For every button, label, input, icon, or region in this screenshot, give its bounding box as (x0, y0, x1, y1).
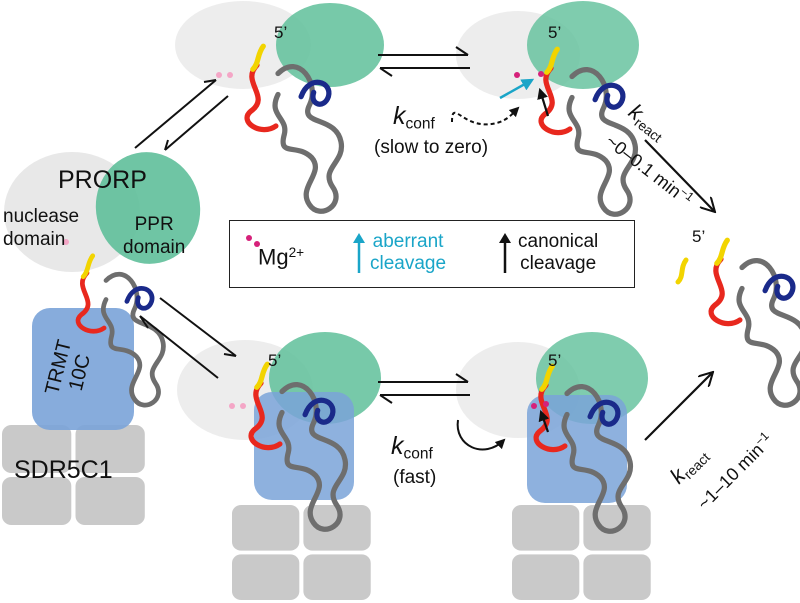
k-symbol: k (391, 432, 404, 460)
mg-ion-bottom-2b (543, 401, 549, 407)
ppr-domain-top-2 (527, 1, 639, 89)
ppr-label-line2: domain (123, 237, 186, 258)
ppr-label-line1: PPR (134, 214, 174, 235)
five-prime-product: 5’ (692, 227, 706, 246)
canonical-line2: cleavage (520, 253, 597, 274)
react-arrow-slow (644, 139, 715, 212)
conf-subscript: conf (405, 115, 435, 133)
kconf-fast-arrow (456, 419, 506, 451)
mg-ion-bottom-1b (240, 403, 246, 409)
mg-ion-top-1b (227, 72, 233, 78)
mg-ion-top-2a (514, 72, 520, 78)
conf-subscript: conf (403, 445, 433, 463)
mg-ion-left (63, 239, 69, 245)
canonical-arrow-bottom (538, 409, 550, 433)
canonical-arrow-top (537, 87, 550, 117)
legend-canonical-label: canonical cleavage (518, 231, 598, 275)
kconf-slow-label: kconf (393, 104, 435, 132)
ppr-domain-top-1 (276, 3, 384, 87)
ppr-domain-left (95, 152, 201, 264)
legend-mg-label: Mg2+ (258, 246, 304, 269)
react-arrow-fast (644, 372, 713, 441)
equilibrium-arrows-bottom (378, 373, 470, 404)
mg-ion-top-1a (216, 72, 222, 78)
sdr5c1-complex-bottom-2 (512, 505, 651, 600)
equilibrium-arrows-top (378, 46, 470, 77)
nuclease-domain-top-1 (175, 1, 311, 89)
legend-aberrant-label: aberrant cleavage (370, 231, 446, 275)
aberrant-line1: aberrant (372, 231, 444, 252)
react-subscript: react (631, 114, 665, 146)
equilibrium-arrows-left-bottom (139, 297, 237, 379)
trmt10c-block-left (32, 308, 134, 430)
legend: Mg2+ aberrant cleavage canonical cleavag… (229, 220, 635, 288)
cleaved-5prime-leader (675, 257, 689, 285)
five-prime-bottom-2: 5’ (548, 351, 562, 370)
kconf-slow-note: (slow to zero) (374, 137, 489, 158)
react-subscript: react (680, 449, 713, 482)
kconf-slow-arrow (451, 106, 520, 126)
nuclease-label-line2: domain (3, 229, 66, 250)
prorp-label: PRORP (58, 166, 147, 194)
ppr-domain-label: PPR domain (123, 213, 185, 259)
sdr5c1-label: SDR5C1 (14, 456, 113, 484)
sdr5c1-complex-bottom-1 (232, 505, 371, 600)
nuclease-label-line1: nuclease (3, 206, 80, 227)
canonical-line1: canonical (518, 231, 599, 252)
nuclease-domain-label: nuclease domain (3, 205, 79, 251)
aberrant-cleavage-icon (353, 233, 365, 273)
mg-ion-bottom-1a (229, 403, 235, 409)
trna-product (711, 240, 800, 405)
mg-text: Mg (258, 244, 289, 270)
k-symbol: k (393, 102, 406, 130)
equilibrium-arrows-left-top (134, 79, 229, 151)
aberrant-arrow-top (499, 78, 535, 100)
kconf-fast-label: kconf (391, 434, 433, 462)
mg-charge: 2+ (288, 245, 305, 260)
legend-mg-icon (246, 235, 260, 247)
mg-ion-top-2b (538, 71, 544, 77)
five-prime-top-1: 5’ (274, 23, 288, 42)
five-prime-top-2: 5’ (548, 23, 562, 42)
kconf-fast-note: (fast) (393, 467, 437, 488)
aberrant-line2: cleavage (370, 253, 447, 274)
five-prime-bottom-1: 5’ (268, 351, 282, 370)
canonical-cleavage-icon (499, 233, 511, 273)
mg-ion-bottom-2a (531, 403, 537, 409)
